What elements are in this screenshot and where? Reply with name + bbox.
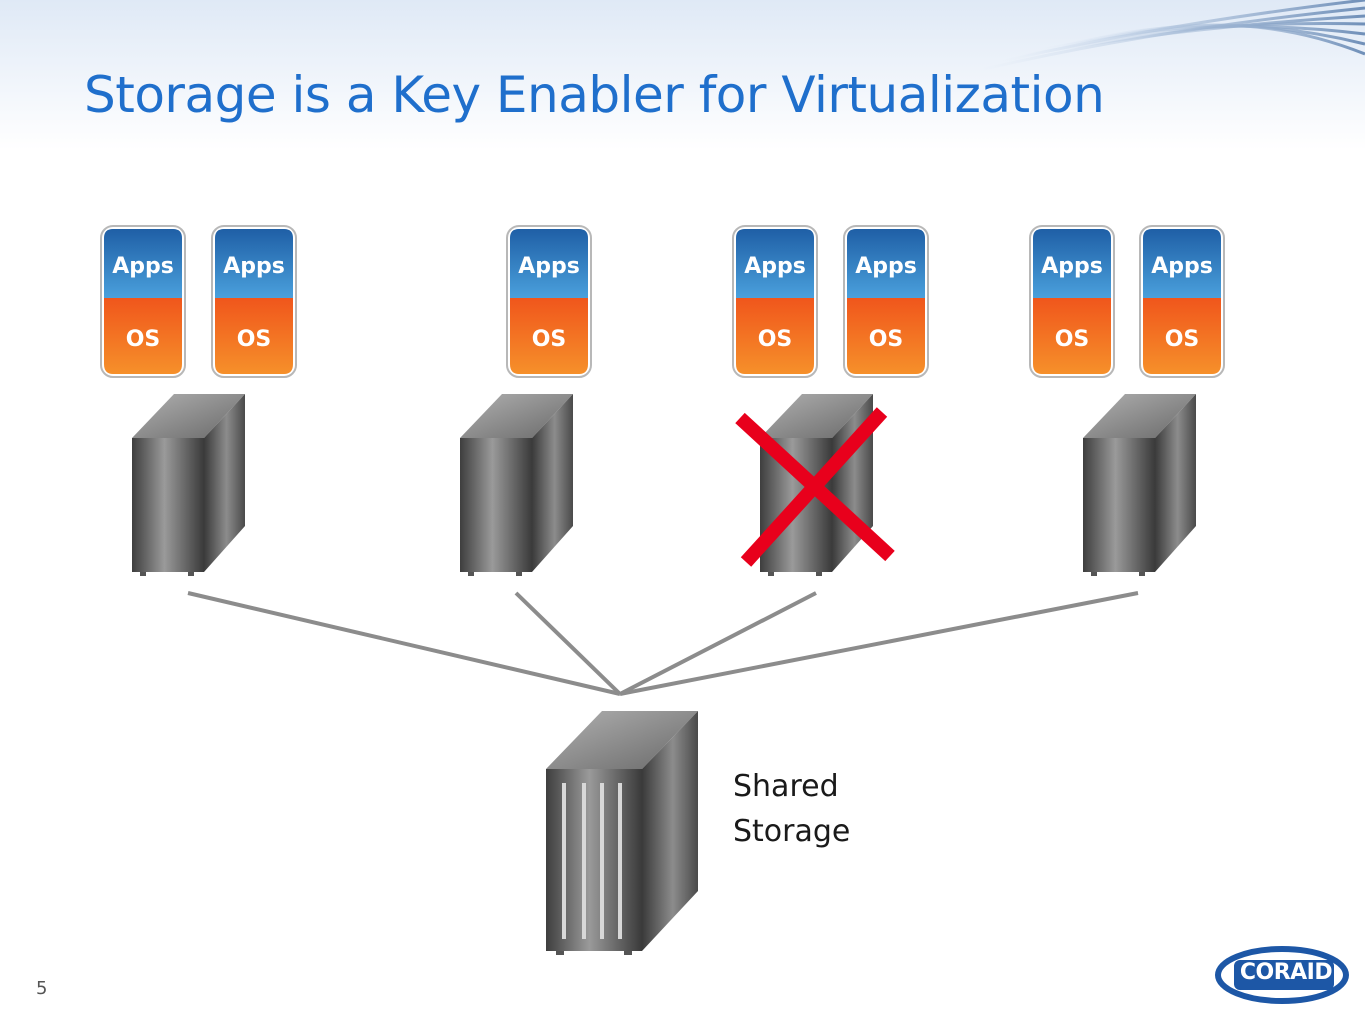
- shared-storage-server: [546, 711, 698, 955]
- apps-label: Apps: [223, 254, 285, 279]
- connector-host-4: [619, 591, 1139, 696]
- vm-card: Apps OS: [211, 225, 297, 378]
- storage-label-line-1: Shared: [733, 769, 839, 804]
- header-background: [0, 0, 1365, 150]
- server-host-4: [1083, 394, 1196, 576]
- connector-host-2: [514, 591, 622, 696]
- os-label: OS: [532, 327, 567, 352]
- vm-card: Apps OS: [506, 225, 592, 378]
- apps-label: Apps: [518, 254, 580, 279]
- coraid-logo: CORAID: [1212, 942, 1350, 1008]
- apps-label: Apps: [1041, 254, 1103, 279]
- server-host-1: [132, 394, 245, 576]
- server-host-2: [460, 394, 573, 576]
- server-failure-x-icon: [735, 407, 895, 567]
- os-label: OS: [237, 327, 272, 352]
- os-label: OS: [126, 327, 161, 352]
- vm-group-host-2: Apps OS: [506, 225, 592, 378]
- vm-card: Apps OS: [843, 225, 929, 378]
- apps-label: Apps: [112, 254, 174, 279]
- connector-host-1: [187, 591, 621, 696]
- coraid-logo-mark: [1215, 946, 1349, 1004]
- storage-label-line-2: Storage: [733, 814, 851, 849]
- vm-group-host-1: Apps OS Apps OS: [100, 225, 297, 378]
- vm-card: Apps OS: [1139, 225, 1225, 378]
- logo-text: CORAID: [1239, 960, 1333, 985]
- os-label: OS: [1055, 327, 1090, 352]
- vm-group-host-4: Apps OS Apps OS: [1029, 225, 1225, 378]
- connector-host-3: [619, 591, 817, 696]
- apps-label: Apps: [744, 254, 806, 279]
- header-wave-decoration: [979, 0, 1365, 72]
- network-connectors: [187, 591, 1139, 696]
- os-label: OS: [869, 327, 904, 352]
- shared-storage-label: Shared Storage: [733, 764, 893, 854]
- vm-card: Apps OS: [732, 225, 818, 378]
- apps-label: Apps: [855, 254, 917, 279]
- vm-group-host-3: Apps OS Apps OS: [732, 225, 929, 378]
- os-label: OS: [758, 327, 793, 352]
- page-number: 5: [36, 978, 48, 999]
- apps-label: Apps: [1151, 254, 1213, 279]
- vm-card: Apps OS: [1029, 225, 1115, 378]
- page-title: Storage is a Key Enabler for Virtualizat…: [84, 66, 1105, 124]
- vm-card: Apps OS: [100, 225, 186, 378]
- os-label: OS: [1165, 327, 1200, 352]
